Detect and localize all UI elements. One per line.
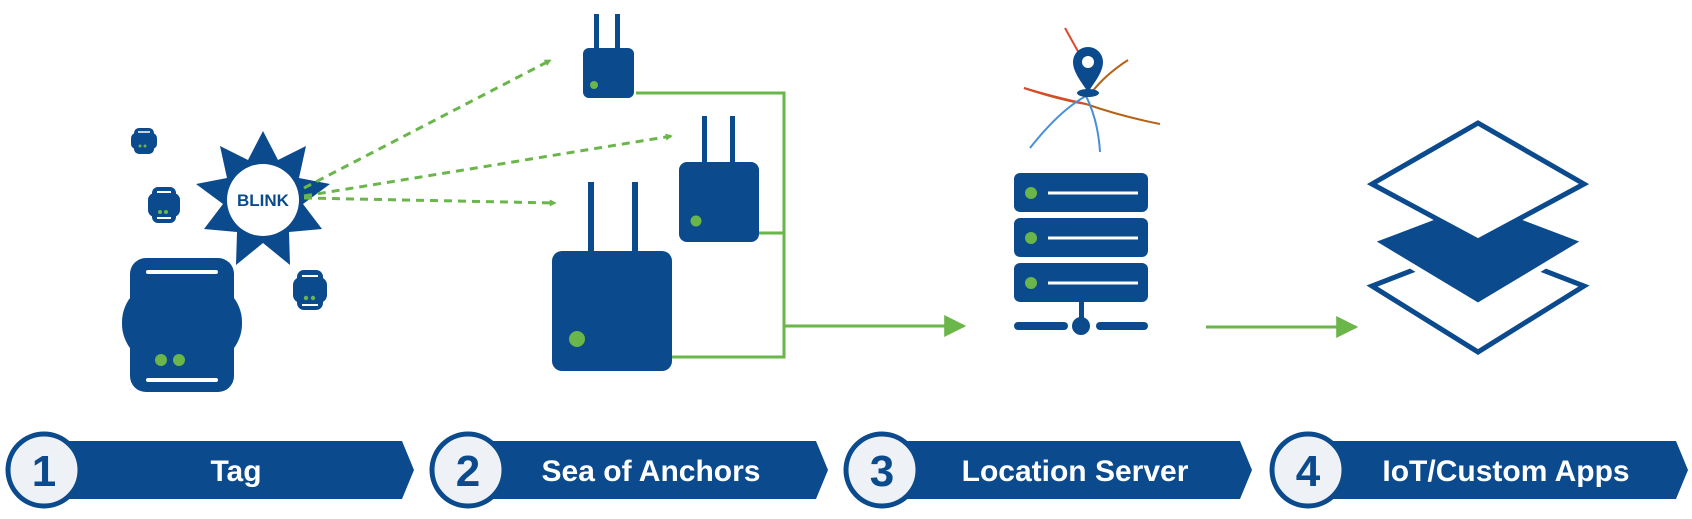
tag-device-icon <box>148 187 180 223</box>
step-3-number: 3 <box>870 447 894 496</box>
blink-burst-icon: BLINK <box>196 131 330 265</box>
anchor-connector-lines <box>636 91 786 359</box>
tag-group <box>122 128 327 392</box>
blink-label: BLINK <box>237 191 290 210</box>
step-1-label: Tag <box>210 455 261 488</box>
anchor-router-icon <box>583 14 634 98</box>
tag-device-icon <box>293 270 327 310</box>
server-rack-icon <box>1014 173 1148 335</box>
step-2-number: 2 <box>456 447 480 496</box>
signal-arrows <box>303 58 673 207</box>
layers-stack-icon <box>1363 120 1593 355</box>
location-pin-icon <box>1073 47 1103 97</box>
step-2-label: Sea of Anchors <box>542 455 761 488</box>
step-4-banner: 4 IoT/Custom Apps <box>1269 431 1688 509</box>
signal-arrow <box>303 58 552 190</box>
signal-arrow <box>303 133 673 198</box>
step-4-label: IoT/Custom Apps <box>1382 455 1629 488</box>
step-3-label: Location Server <box>962 455 1189 488</box>
step-3-banner: 3 Location Server <box>843 431 1252 509</box>
step-1-number: 1 <box>32 447 56 496</box>
step-2-banner: 2 Sea of Anchors <box>429 431 828 509</box>
step-banners: 1 Tag 2 Sea of Anchors 3 Location Server… <box>5 431 1688 509</box>
step-1-banner: 1 Tag <box>5 431 414 509</box>
anchor-router-icon <box>552 182 672 371</box>
tag-device-icon <box>122 258 242 392</box>
step-4-number: 4 <box>1296 447 1321 496</box>
tag-device-icon <box>131 128 157 154</box>
anchor-router-icon <box>679 116 759 242</box>
signal-arrow <box>303 196 557 207</box>
